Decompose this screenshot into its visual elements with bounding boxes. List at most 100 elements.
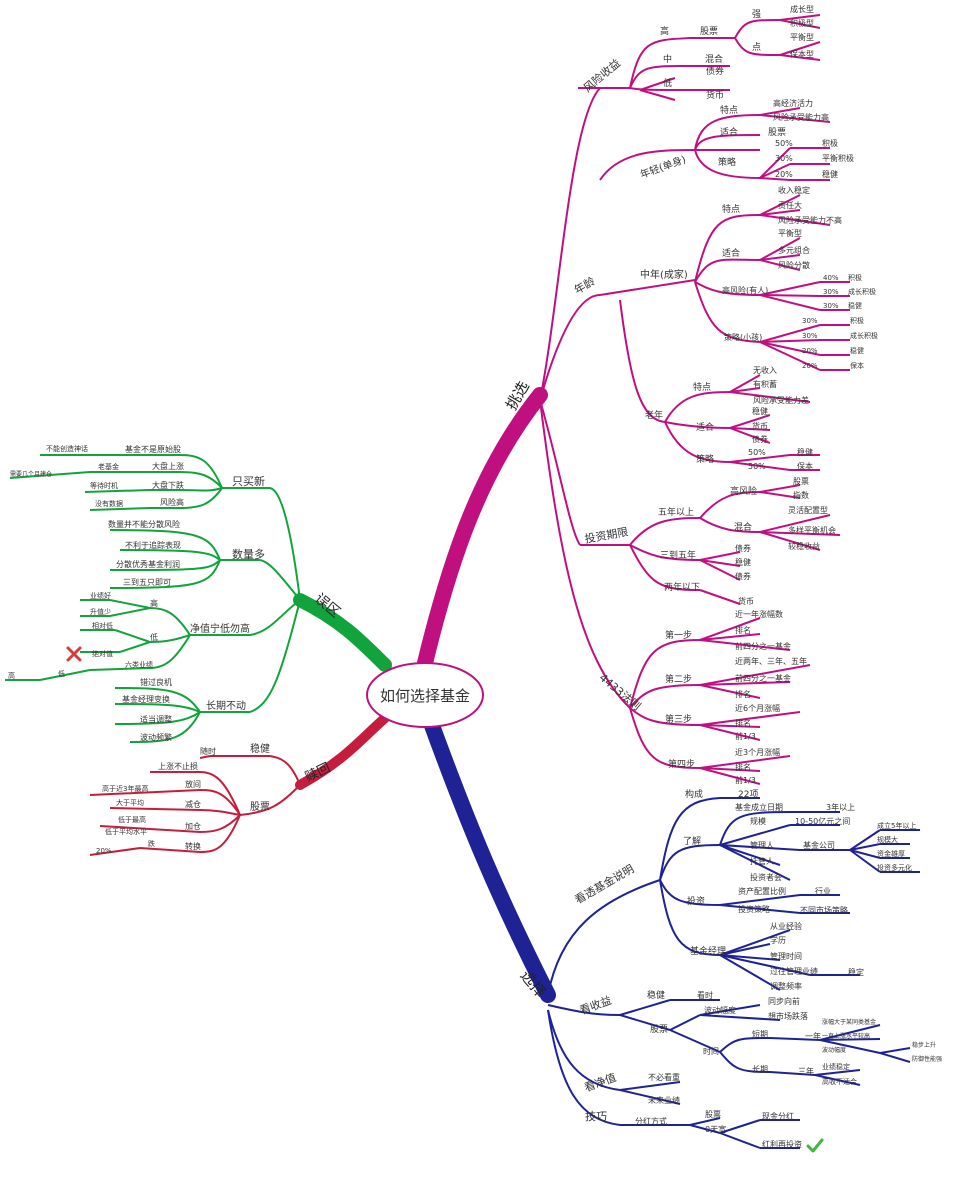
young-pct-1: 30% <box>775 154 793 163</box>
trunk-pink <box>417 387 548 671</box>
middle-low-type-1: 成长积极 <box>850 331 878 340</box>
old-fit: 适合 <box>696 421 714 433</box>
middle-low-pct-0: 30% <box>802 317 818 325</box>
risk-strong: 强 <box>752 9 761 20</box>
company-manager-i0: 成立5年以上 <box>877 821 916 830</box>
period-mid-b: 稳健 <box>735 557 751 567</box>
company-label: 看透基金说明 <box>572 861 636 906</box>
company-mgr-i2: 管理时间 <box>770 951 802 961</box>
company-ratio-a: 行业 <box>815 886 831 896</box>
old-fit-b: 货币 <box>752 421 768 431</box>
rule-s2-c: 排名 <box>735 689 751 699</box>
only-new-sub2: 老基金 <box>98 462 119 471</box>
period-mix-a: 灵活配置型 <box>788 505 828 515</box>
stock-s3: 低于平均水平 <box>105 827 147 836</box>
middle-low-type-2: 稳健 <box>850 346 864 355</box>
middle-high-type-0: 积极 <box>848 273 862 282</box>
more-d: 三到五只即可 <box>123 578 171 587</box>
company-est-a: 3年以上 <box>826 802 855 812</box>
company-mgr-i0: 从业经验 <box>770 921 802 931</box>
period-mix: 混合 <box>734 521 752 533</box>
young-pct-0: 50% <box>775 139 793 148</box>
company-invest: 投资 <box>687 895 705 907</box>
rule-s1: 第一步 <box>665 629 692 641</box>
period-long: 五年以上 <box>658 506 694 518</box>
stock-s4: 跌 <box>148 839 155 848</box>
more-a: 数量并不能分散风险 <box>108 519 180 529</box>
stock-i4: 转换 <box>185 841 201 851</box>
age-old: 老年 <box>645 409 663 421</box>
returns-wave-a: 同步向前 <box>768 996 800 1006</box>
nav-low-c: 六类业绩 <box>125 660 153 669</box>
middle-low-pct-2: 20% <box>802 347 818 355</box>
risk-low: 低 <box>663 77 672 89</box>
old-feature-b: 有积蓄 <box>753 379 777 389</box>
returns-short-s1: 防御性能强 <box>912 1055 942 1063</box>
pink-lines <box>539 14 850 785</box>
risk-low-b: 货币 <box>706 89 724 101</box>
center-title: 如何选择基金 <box>380 687 470 705</box>
green-labels: 误区 只买新 基金不是原始股 大盘上涨 大盘下跌 风险高 不能创造神话 老基金 … <box>8 444 343 742</box>
tips-div-b: 0天宽 <box>705 1124 726 1134</box>
young-type-1: 平衡积极 <box>822 153 854 163</box>
stable-a: 随时 <box>200 746 216 756</box>
old-feature-a: 无收入 <box>753 365 777 375</box>
period-risky: 高风险 <box>730 485 757 497</box>
returns-wave-b: 想市场跌落 <box>768 1011 808 1021</box>
risk-mid-a: 混合 <box>705 53 723 65</box>
risk-point-a: 平衡型 <box>790 32 814 42</box>
nav-low: 低 <box>150 632 158 642</box>
young-feature-a: 高经济活力 <box>773 98 813 108</box>
middle-low-pct-1: 30% <box>802 332 818 340</box>
risk-high-a: 股票 <box>700 26 718 37</box>
returns-short-a: 一年 <box>805 1031 821 1041</box>
stock-i3: 加仓 <box>185 821 201 831</box>
old-feature: 特点 <box>693 381 711 393</box>
company-mgr: 基金经理 <box>690 945 726 957</box>
company-comp: 构成 <box>685 788 703 800</box>
stock-i0: 上涨不止损 <box>158 761 198 771</box>
risk-strong-b: 积极型 <box>790 18 814 28</box>
young-pct-2: 20% <box>775 170 793 179</box>
center-node[interactable]: 如何选择基金 <box>366 662 484 728</box>
rule-s1-c: 前四分之一基金 <box>735 641 791 651</box>
period-label: 投资期限 <box>584 524 630 545</box>
risk-point: 点 <box>752 42 761 53</box>
tips-div: 分红方式 <box>635 1116 667 1126</box>
young-strategy: 策略 <box>718 156 736 168</box>
company-policy-a: 不同市场策略 <box>800 905 848 915</box>
returns-wave: 波动幅度 <box>704 1005 736 1015</box>
returns-long: 长期 <box>752 1064 768 1074</box>
old-type-0: 稳健 <box>797 447 813 457</box>
old-feature-c: 风险承受能力差 <box>753 395 809 405</box>
age-middle: 中年(成家) <box>640 268 688 281</box>
returns-short-i0: 涨幅大于某同类基金 <box>822 1018 876 1026</box>
middle-feature-a: 收入稳定 <box>778 185 810 195</box>
middle-low-type-3: 保本 <box>850 361 864 370</box>
hold-c: 适当调整 <box>140 714 172 724</box>
company-manager-i1: 规模大 <box>877 835 898 844</box>
only-new-sub4: 没有数据 <box>95 499 123 508</box>
nav-high: 高 <box>150 598 158 608</box>
blue-lines <box>547 797 920 1149</box>
old-type-1: 保本 <box>797 461 813 471</box>
company-meeting: 投资者会 <box>750 872 782 882</box>
age-label: 年龄 <box>571 274 597 297</box>
rule-s3-c: 前1/3 <box>735 731 756 741</box>
young-feature-b: 风险承受能力高 <box>773 112 829 122</box>
company-mgr-a: 稳定 <box>848 967 864 977</box>
company-manager: 管理人 <box>750 840 774 850</box>
tips-div-a: 股票 <box>705 1110 721 1119</box>
nav-label-wq: 净值宁低勿高 <box>190 622 250 635</box>
more-label: 数量多 <box>232 547 265 561</box>
only-new-d: 风险高 <box>160 497 184 507</box>
age-young: 年轻(单身) <box>638 152 687 181</box>
company-custodian: 托管人 <box>750 856 774 866</box>
more-c: 分散优秀基金利润 <box>116 559 180 569</box>
stock-label: 股票 <box>250 801 270 813</box>
stock-s2: 低于最高 <box>118 815 146 824</box>
company-manager-i3: 投资多元化 <box>877 863 912 872</box>
company-manager-a: 基金公司 <box>803 840 835 850</box>
only-new-c: 大盘下跌 <box>152 480 184 490</box>
